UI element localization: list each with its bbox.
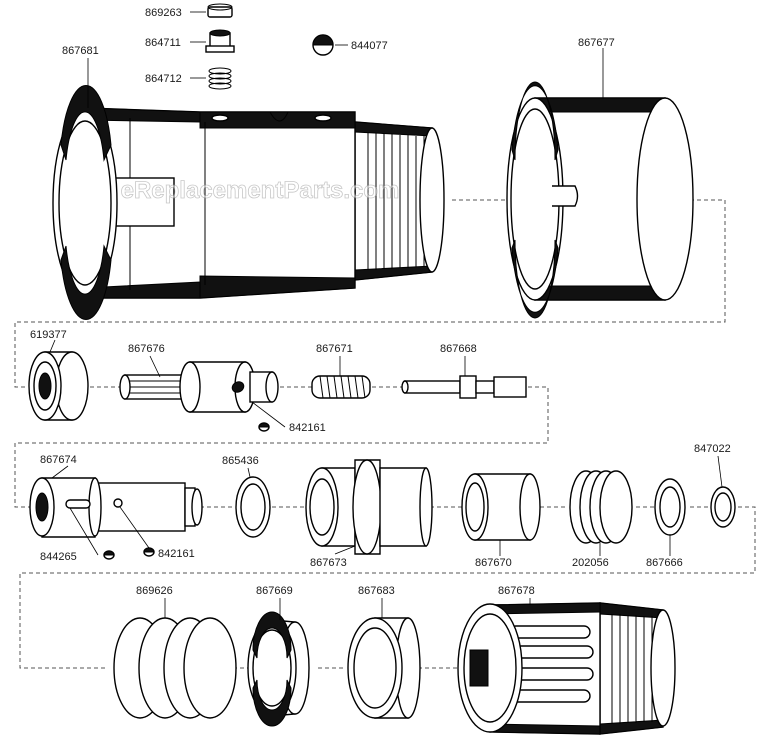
label-864711[interactable]: 864711: [145, 37, 181, 49]
label-867671[interactable]: 867671: [316, 343, 353, 355]
label-867670[interactable]: 867670: [475, 557, 512, 569]
part-844265-ball[interactable]: [103, 550, 115, 560]
label-202056[interactable]: 202056: [572, 557, 609, 569]
part-869626-springs[interactable]: [113, 617, 237, 719]
label-847022[interactable]: 847022: [694, 443, 731, 455]
part-867674-shaft[interactable]: [29, 477, 203, 538]
thread-lines: [367, 133, 425, 270]
label-842161-a[interactable]: 842161: [289, 422, 326, 434]
leader-lines: [49, 11, 723, 620]
part-619377-bearing[interactable]: [28, 351, 89, 421]
label-867677[interactable]: 867677: [578, 37, 615, 49]
part-867681-housing[interactable]: [52, 85, 445, 320]
nut-thread-lines: [611, 614, 653, 724]
part-867683-sleeve[interactable]: [347, 617, 421, 719]
part-869263[interactable]: [207, 3, 233, 18]
label-844265[interactable]: 844265: [40, 551, 77, 563]
part-865436-ring[interactable]: [235, 476, 271, 538]
label-867676[interactable]: 867676: [128, 343, 165, 355]
part-867677-sleeve[interactable]: [506, 81, 694, 319]
label-867668[interactable]: 867668: [440, 343, 477, 355]
label-864712[interactable]: 864712: [145, 73, 182, 85]
label-867678[interactable]: 867678: [498, 585, 535, 597]
label-867669[interactable]: 867669: [256, 585, 293, 597]
part-labels: 869263 864711 864712 844077 867681 86767…: [30, 7, 731, 597]
part-867669-ring[interactable]: [247, 611, 310, 727]
watermark-text: eReplacementParts.com: [121, 177, 400, 204]
label-867681[interactable]: 867681: [62, 45, 99, 57]
label-869626[interactable]: 869626: [136, 585, 173, 597]
part-867668-pin[interactable]: [401, 375, 527, 399]
part-867673-collar[interactable]: [305, 459, 433, 555]
part-867676-spindle[interactable]: [119, 361, 279, 413]
part-202056-springs[interactable]: [569, 470, 633, 544]
part-864712-spring[interactable]: [208, 67, 232, 90]
label-867673[interactable]: 867673: [310, 557, 347, 569]
part-867671-spring[interactable]: [311, 375, 371, 399]
part-867670-sleeve[interactable]: [461, 473, 541, 541]
label-869263[interactable]: 869263: [145, 7, 182, 19]
part-867666-ring[interactable]: [654, 478, 686, 536]
label-842161-b[interactable]: 842161: [158, 548, 195, 560]
part-842161-ball-a[interactable]: [258, 422, 270, 432]
label-619377[interactable]: 619377: [30, 329, 67, 341]
label-867674[interactable]: 867674: [40, 454, 77, 466]
part-867678-nut[interactable]: [457, 602, 676, 735]
label-867666[interactable]: 867666: [646, 557, 683, 569]
label-844077[interactable]: 844077: [351, 40, 388, 52]
part-844077-ball[interactable]: [312, 34, 334, 56]
label-867683[interactable]: 867683: [358, 585, 395, 597]
part-842161-ball-b[interactable]: [143, 547, 155, 557]
label-865436[interactable]: 865436: [222, 455, 259, 467]
part-847022-clip[interactable]: [710, 486, 736, 528]
part-864711[interactable]: [205, 29, 235, 53]
